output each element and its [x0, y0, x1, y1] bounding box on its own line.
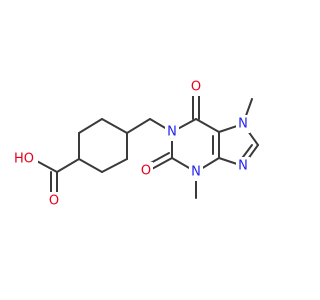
atom-n9: N: [238, 159, 248, 174]
atom-n1: N: [167, 125, 177, 140]
atom-o6: O: [191, 80, 201, 95]
bond-ring-5: [101, 158, 128, 173]
bond-ring-6: [78, 158, 103, 173]
atom-o2: O: [141, 164, 151, 179]
atom-n3: N: [191, 165, 201, 180]
bond-c-ring: [56, 158, 80, 173]
atom-acid-o: O: [49, 194, 59, 209]
atom-n7: N: [238, 117, 248, 132]
atom-oh: HO: [14, 152, 34, 167]
structure-canvas: HO O N O O N N N: [14, 78, 259, 210]
bond-c6-c5: [195, 118, 220, 133]
bonds: [32, 91, 259, 199]
bond-ring-3: [101, 118, 128, 134]
molecule-diagram: HO O N O O N N N: [14, 78, 259, 210]
atom-labels: HO O N O O N N N: [14, 78, 250, 210]
bond-c2-o2-a: [149, 157, 173, 171]
bond-ring-ch2: [126, 118, 151, 134]
bond-ring-2: [78, 118, 103, 134]
